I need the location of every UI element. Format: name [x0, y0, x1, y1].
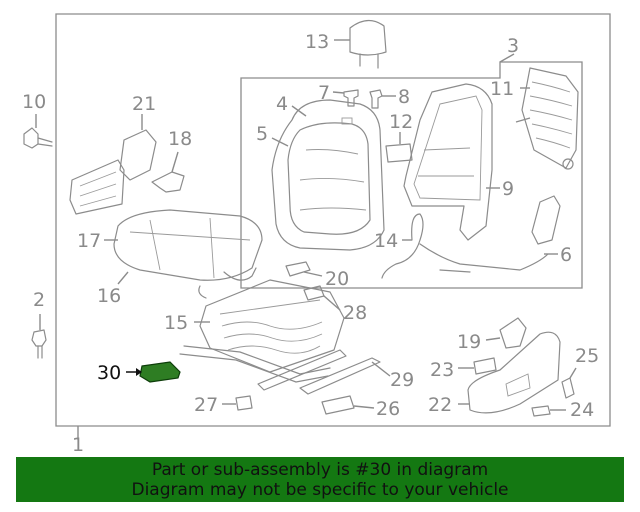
seatback-frame — [240, 61, 583, 289]
callout-8: 8 — [398, 86, 410, 108]
part-28-cover — [303, 285, 341, 311]
part-30-highlighted-module[interactable] — [126, 361, 181, 383]
part-13-headrest — [334, 19, 387, 69]
callout-19: 19 — [457, 331, 481, 353]
part-6-side-airbag — [531, 195, 561, 255]
callout-3: 3 — [507, 35, 519, 57]
part-10-bolt — [23, 114, 53, 149]
part-16-17-seat-cushion — [104, 209, 263, 299]
part-7-clip — [332, 89, 359, 107]
callout-11: 11 — [490, 78, 514, 100]
callout-12: 12 — [389, 111, 413, 133]
callout-20: 20 — [325, 268, 349, 290]
part-26-switch — [321, 395, 375, 415]
part-15-seat-frame — [179, 279, 345, 383]
banner-line-1: Part or sub-assembly is #30 in diagram — [151, 460, 489, 480]
callout-16: 16 — [97, 285, 121, 307]
callout-6: 6 — [560, 244, 572, 266]
part-2-bolt — [31, 314, 47, 359]
callout-28: 28 — [343, 302, 367, 324]
part-9-seatback-frame — [403, 83, 500, 241]
part-23-knob — [458, 357, 497, 375]
callout-5: 5 — [256, 123, 268, 145]
callout-22: 22 — [428, 394, 452, 416]
callout-17: 17 — [77, 230, 101, 252]
callout-7: 7 — [318, 82, 330, 104]
part-20-bracket — [285, 261, 323, 277]
callout-23: 23 — [430, 359, 454, 381]
callout-4: 4 — [276, 93, 288, 115]
callout-24: 24 — [570, 399, 594, 421]
callout-18: 18 — [168, 128, 192, 150]
part-24-clip — [531, 405, 566, 417]
part-29-rail-cover — [257, 349, 391, 395]
info-banner: Part or sub-assembly is #30 in diagram D… — [16, 457, 624, 502]
callout-9: 9 — [502, 178, 514, 200]
callout-10: 10 — [22, 91, 46, 113]
part-12-bracket — [385, 132, 413, 163]
part-19-bracket — [485, 317, 527, 349]
callout-14: 14 — [374, 230, 398, 252]
part-18-bracket — [151, 151, 185, 193]
part-11-lumbar-mat — [515, 67, 579, 170]
callout-27: 27 — [194, 394, 218, 416]
assembly-frame — [55, 13, 611, 427]
callout-13: 13 — [305, 31, 329, 53]
part-8-clip — [369, 89, 396, 109]
callout-29: 29 — [390, 369, 414, 391]
callout-2: 2 — [33, 289, 45, 311]
callout-21: 21 — [132, 93, 156, 115]
part-25-knob — [561, 367, 577, 399]
callout-30[interactable]: 30 — [97, 362, 121, 384]
part-4-5-seatback-cushion — [271, 99, 385, 251]
part-21-trim-cover — [69, 114, 157, 215]
callout-15: 15 — [164, 312, 188, 334]
callout-26: 26 — [376, 398, 400, 420]
part-14-harness — [381, 213, 549, 279]
part-22-side-cover — [458, 331, 561, 414]
banner-line-2: Diagram may not be specific to your vehi… — [131, 480, 509, 500]
callout-25: 25 — [575, 345, 599, 367]
callout-1: 1 — [72, 434, 84, 456]
part-27-clip — [222, 395, 253, 411]
